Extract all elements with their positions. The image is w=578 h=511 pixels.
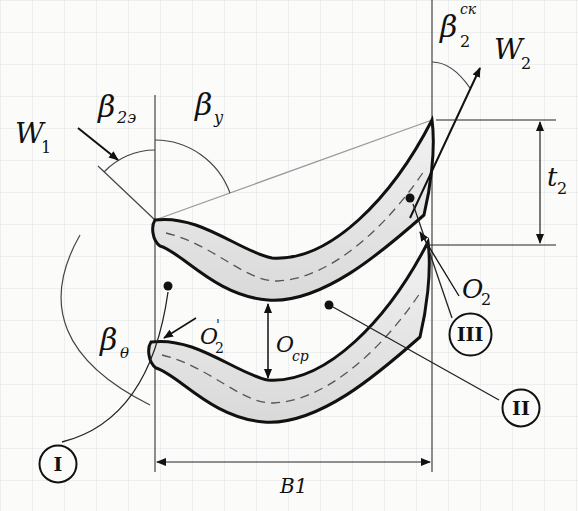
angle-symbol: β	[440, 12, 457, 42]
width-dimension: B1	[280, 476, 307, 496]
leader-lines	[62, 204, 499, 442]
angle-symbol: β	[195, 90, 212, 120]
subscript: 1	[41, 140, 51, 156]
point-dots	[164, 194, 415, 310]
dimensions	[157, 120, 556, 462]
velocity-symbol: W	[15, 120, 44, 148]
construction-lines	[61, 0, 470, 472]
superscript: '	[216, 318, 220, 332]
subscript: ср	[292, 349, 309, 363]
callout-number: III	[457, 325, 484, 344]
callout-number: I	[54, 455, 63, 474]
angle-symbol: β	[100, 325, 117, 355]
subscript: 2э	[117, 110, 136, 126]
throat-symbol: O	[276, 334, 294, 356]
superscript: ск	[460, 2, 476, 16]
angle-symbol: β	[98, 92, 115, 122]
blade-lower	[149, 242, 430, 422]
pitch-symbol: t	[547, 164, 557, 190]
subscript: 2	[557, 181, 567, 197]
subscript: 2	[521, 56, 531, 72]
arrows	[78, 68, 480, 378]
subscript: у	[214, 110, 223, 126]
subscript: θ	[120, 346, 129, 361]
callout-circle: II	[501, 388, 541, 428]
callout-number: II	[512, 399, 530, 418]
subscript: 2	[481, 292, 491, 308]
velocity-symbol: W	[494, 36, 523, 64]
callout-circle: III	[448, 312, 493, 357]
subscript: 2	[215, 341, 224, 355]
callout-circle: I	[38, 444, 78, 484]
subscript: 2	[460, 34, 470, 50]
throat-symbol: O	[462, 276, 483, 302]
blade-upper	[153, 120, 434, 300]
